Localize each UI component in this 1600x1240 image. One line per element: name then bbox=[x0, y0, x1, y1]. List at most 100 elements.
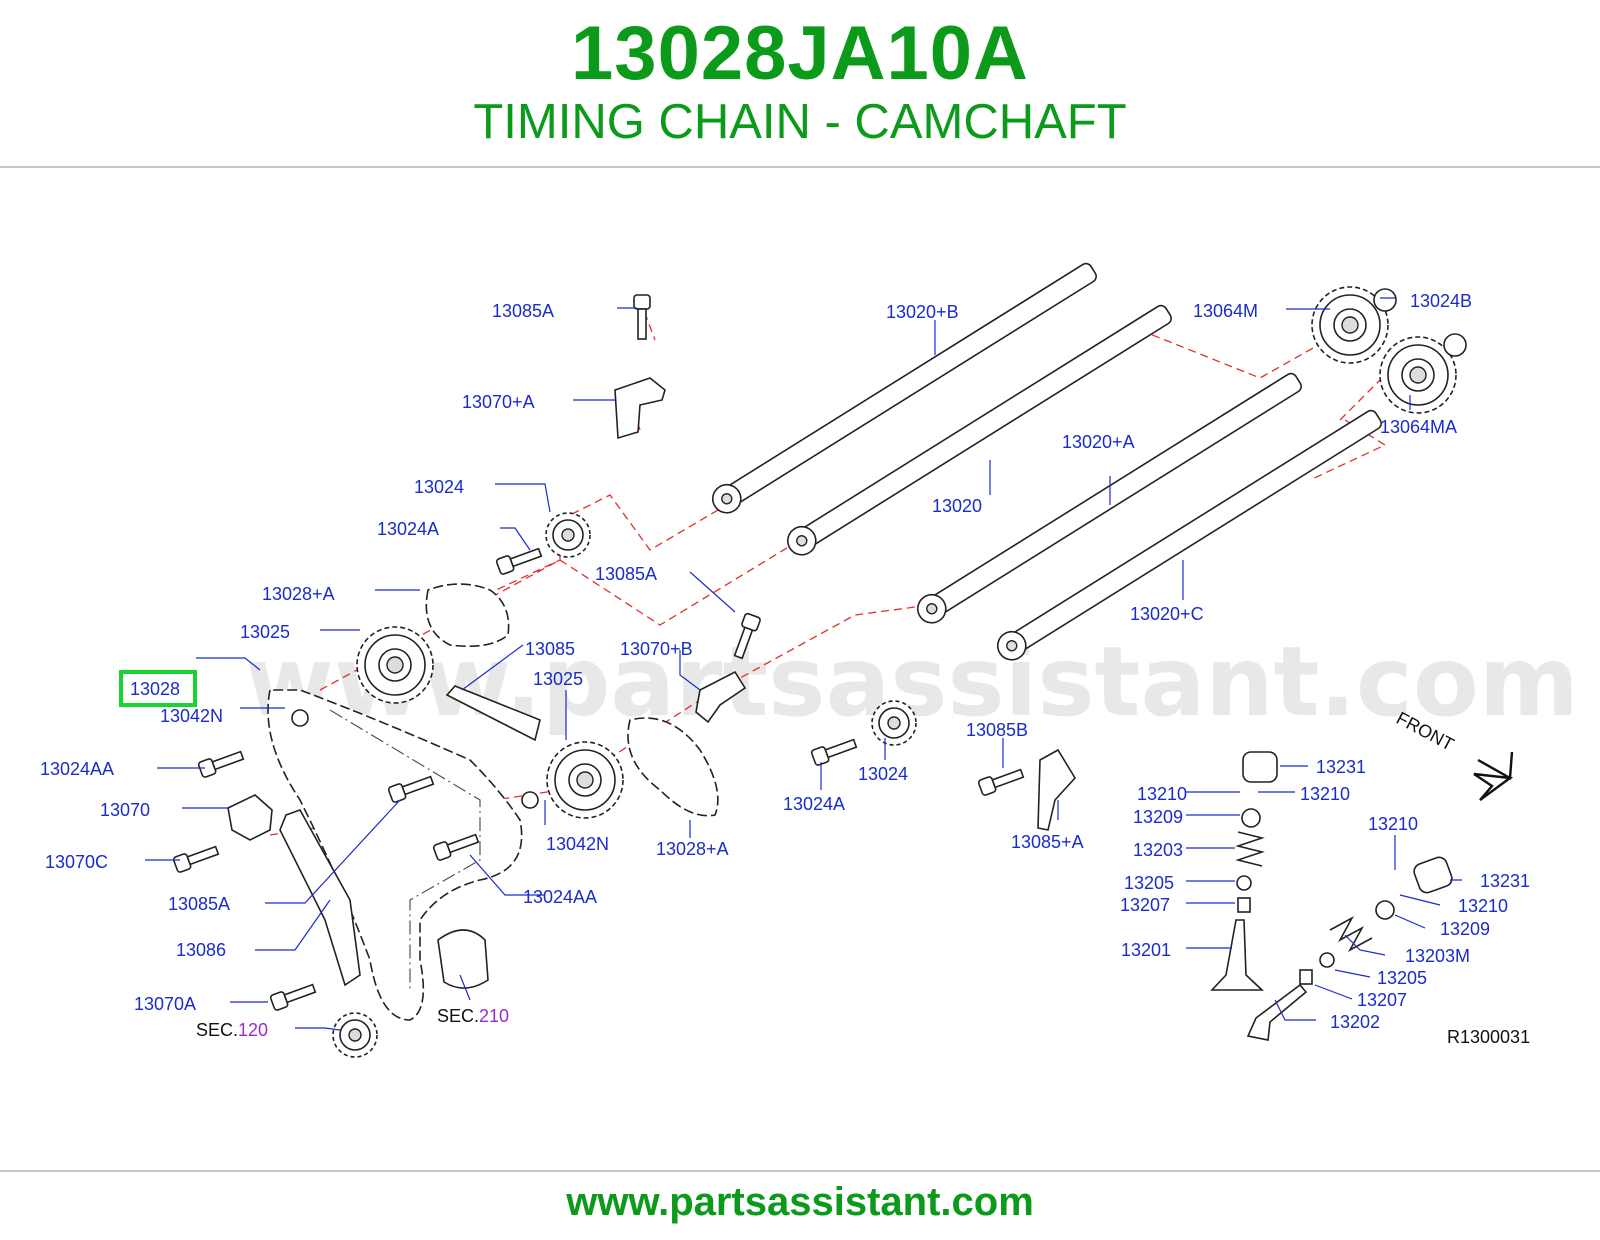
lifter-13231-b bbox=[1413, 856, 1453, 894]
label-13064m[interactable]: 13064M bbox=[1193, 301, 1258, 321]
bolt-13085b bbox=[977, 765, 1026, 797]
label-13209-a[interactable]: 13209 bbox=[1133, 807, 1183, 827]
label-13210-c[interactable]: 13210 bbox=[1368, 814, 1418, 834]
label-13085[interactable]: 13085 bbox=[525, 639, 575, 659]
label-13210-d[interactable]: 13210 bbox=[1458, 896, 1508, 916]
label-13064ma[interactable]: 13064MA bbox=[1380, 417, 1457, 437]
label-13231-a[interactable]: 13231 bbox=[1316, 757, 1366, 777]
bolt-13070c bbox=[172, 842, 221, 874]
label-13028a-low[interactable]: 13028+A bbox=[656, 839, 729, 859]
label-13025-left[interactable]: 13025 bbox=[240, 622, 290, 642]
sprocket-13025-mid bbox=[546, 741, 624, 819]
label-13024a-top[interactable]: 13024A bbox=[377, 519, 439, 539]
header: 13028JA10A TIMING CHAIN - CAMCHAFT bbox=[0, 0, 1600, 168]
highlight-box-13028 bbox=[119, 670, 197, 707]
retainer-13209-b bbox=[1375, 900, 1395, 920]
sprocket-13024-low bbox=[871, 700, 917, 746]
label-13203m[interactable]: 13203M bbox=[1405, 946, 1470, 966]
tensioner-13070 bbox=[227, 794, 273, 841]
label-sec120[interactable]: SEC.120 bbox=[196, 1020, 268, 1040]
label-13209-b[interactable]: 13209 bbox=[1440, 919, 1490, 939]
label-13025-mid[interactable]: 13025 bbox=[533, 669, 583, 689]
label-13042n-left[interactable]: 13042N bbox=[160, 706, 223, 726]
lifter-13231-a bbox=[1242, 751, 1278, 783]
label-13042n-mid[interactable]: 13042N bbox=[546, 834, 609, 854]
washers-13042n-mid bbox=[521, 791, 539, 809]
reference-code: R1300031 bbox=[1447, 1027, 1530, 1047]
spring-13203m bbox=[1329, 915, 1373, 953]
sprocket-13024-top bbox=[545, 512, 591, 558]
label-13024-low[interactable]: 13024 bbox=[858, 764, 908, 784]
label-13210-a[interactable]: 13210 bbox=[1137, 784, 1187, 804]
washer-13024b bbox=[1373, 288, 1397, 312]
label-13020a-plus[interactable]: 13020+A bbox=[1062, 432, 1135, 452]
bolt-13070a bbox=[269, 980, 318, 1012]
label-13205-b[interactable]: 13205 bbox=[1377, 968, 1427, 988]
label-13020b[interactable]: 13020+B bbox=[886, 302, 959, 322]
label-13085a-mid[interactable]: 13085A bbox=[595, 564, 657, 584]
label-13024aa-mid[interactable]: 13024AA bbox=[523, 887, 597, 907]
seat-13205-a bbox=[1236, 875, 1252, 891]
bolt-13024aa-left bbox=[197, 747, 246, 779]
label-13024-top[interactable]: 13024 bbox=[414, 477, 464, 497]
washers-13042n-left bbox=[291, 709, 309, 727]
part-number-title: 13028JA10A bbox=[571, 11, 1029, 96]
retainer-13209-a bbox=[1241, 808, 1261, 828]
timing-chain-secondary-left bbox=[425, 583, 510, 648]
label-13024b[interactable]: 13024B bbox=[1410, 291, 1472, 311]
label-13020[interactable]: 13020 bbox=[932, 496, 982, 516]
label-13070a-plus[interactable]: 13070+A bbox=[462, 392, 535, 412]
label-13024aa-left[interactable]: 13024AA bbox=[40, 759, 114, 779]
label-13085b[interactable]: 13085B bbox=[966, 720, 1028, 740]
label-13020c[interactable]: 13020+C bbox=[1130, 604, 1204, 624]
label-13070[interactable]: 13070 bbox=[100, 800, 150, 820]
label-13028a-top[interactable]: 13028+A bbox=[262, 584, 335, 604]
footer-divider bbox=[0, 1170, 1600, 1172]
label-13207-b[interactable]: 13207 bbox=[1357, 990, 1407, 1010]
sprocket-13025-left bbox=[356, 626, 434, 704]
label-13203[interactable]: 13203 bbox=[1133, 840, 1183, 860]
sprocket-sec120 bbox=[332, 1012, 378, 1058]
label-13086[interactable]: 13086 bbox=[176, 940, 226, 960]
label-13070a[interactable]: 13070A bbox=[134, 994, 196, 1014]
label-13210-b[interactable]: 13210 bbox=[1300, 784, 1350, 804]
label-13070b[interactable]: 13070+B bbox=[620, 639, 693, 659]
label-13024a-low[interactable]: 13024A bbox=[783, 794, 845, 814]
front-arrow-icon bbox=[1473, 751, 1514, 801]
seal-13207-b bbox=[1299, 969, 1313, 985]
bolt-13024a-low bbox=[810, 735, 859, 767]
label-13202[interactable]: 13202 bbox=[1330, 1012, 1380, 1032]
label-13205-a[interactable]: 13205 bbox=[1124, 873, 1174, 893]
footer-url[interactable]: www.partsassistant.com bbox=[566, 1180, 1034, 1224]
bracket-13085a-plus bbox=[1037, 748, 1076, 831]
tensioner-13070b bbox=[695, 670, 747, 724]
timing-chain-secondary-right bbox=[627, 717, 719, 817]
valve-13201 bbox=[1210, 919, 1265, 991]
header-divider bbox=[0, 166, 1600, 168]
valve-13202 bbox=[1246, 983, 1308, 1041]
label-13070c[interactable]: 13070C bbox=[45, 852, 108, 872]
seal-13207-a bbox=[1237, 897, 1251, 913]
parts-diagram: www.partsassistant.com bbox=[40, 257, 1579, 1058]
chain-guide-13086 bbox=[279, 809, 361, 987]
label-13085a-right[interactable]: 13085+A bbox=[1011, 832, 1084, 852]
sec210-part bbox=[437, 929, 489, 989]
timing-chain-primary bbox=[267, 689, 523, 1021]
label-13085a-top[interactable]: 13085A bbox=[492, 301, 554, 321]
label-13207-a[interactable]: 13207 bbox=[1120, 895, 1170, 915]
leader-lines bbox=[145, 297, 1462, 1031]
alignment-dash-upper bbox=[474, 494, 736, 601]
label-13085a-low[interactable]: 13085A bbox=[168, 894, 230, 914]
label-sec210[interactable]: SEC.210 bbox=[437, 1006, 509, 1026]
seat-13205-b bbox=[1319, 952, 1335, 968]
label-13201[interactable]: 13201 bbox=[1121, 940, 1171, 960]
tensioner-13070a-plus bbox=[614, 377, 666, 440]
bolt-13024a-top bbox=[495, 544, 544, 576]
chain-guide-13085 bbox=[445, 685, 541, 742]
chain-dash-line bbox=[329, 709, 481, 990]
spring-13203 bbox=[1235, 831, 1265, 867]
bolt-13085a-top bbox=[633, 294, 651, 340]
washer-13024b-2 bbox=[1443, 333, 1467, 357]
label-13231-b[interactable]: 13231 bbox=[1480, 871, 1530, 891]
label-13028[interactable]: 13028 bbox=[130, 679, 180, 699]
